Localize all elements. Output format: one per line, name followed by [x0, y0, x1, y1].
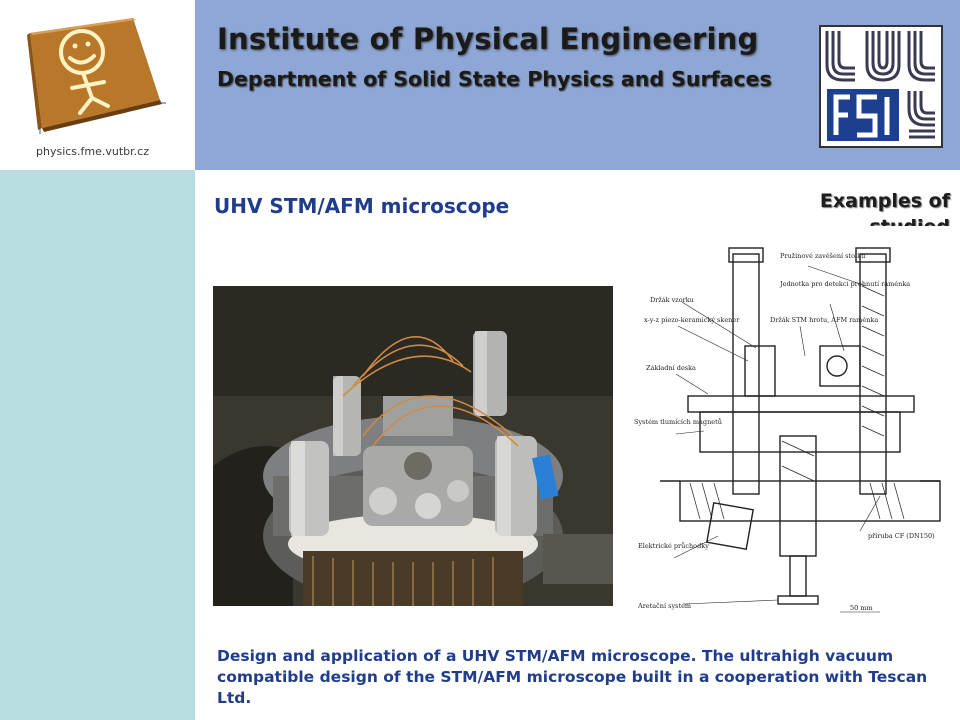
- drawing-label-damping: Systém tlumících magnetů: [634, 417, 722, 426]
- page-title: UHV STM/AFM microscope: [214, 194, 510, 218]
- microscope-photo: [213, 286, 613, 606]
- header-banner: Institute of Physical Engineering Depart…: [195, 0, 960, 170]
- institute-title: Institute of Physical Engineering: [217, 22, 759, 56]
- drawing-label-feedthroughs: Elektrické průchodky: [638, 541, 709, 550]
- drawing-scale-label: 50 mm: [850, 604, 873, 612]
- logo-box: physics.fme.vutbr.cz: [0, 0, 195, 170]
- figure-caption: Design and application of a UHV STM/AFM …: [217, 647, 928, 707]
- department-subtitle: Department of Solid State Physics and Su…: [217, 67, 772, 91]
- smiley-afm-image: [27, 18, 166, 134]
- drawing-label-locking: Aretační systém: [637, 602, 691, 610]
- drawing-label-flange: příruba CF (DN150): [868, 532, 935, 540]
- drawing-label-spring: Pružinové zavěšení stolku: [780, 251, 865, 260]
- drawing-label-detection: Jednotka pro detekci prohnutí raménka: [779, 280, 910, 288]
- microscope-technical-drawing: Pružinové zavěšení stolku Jednotka pro d…: [630, 226, 952, 624]
- fsi-vut-logo-icon: [819, 25, 943, 148]
- drawing-label-tip-holder: Držák STM hrotu, AFM raménka: [770, 316, 878, 324]
- drawing-label-sample-holder: Držák vzorku: [650, 296, 694, 304]
- drawing-label-scanner: x-y-z piezo-keramický skener: [644, 316, 740, 324]
- drawing-label-base-plate: Základní deska: [646, 364, 696, 372]
- website-url[interactable]: physics.fme.vutbr.cz: [36, 145, 149, 158]
